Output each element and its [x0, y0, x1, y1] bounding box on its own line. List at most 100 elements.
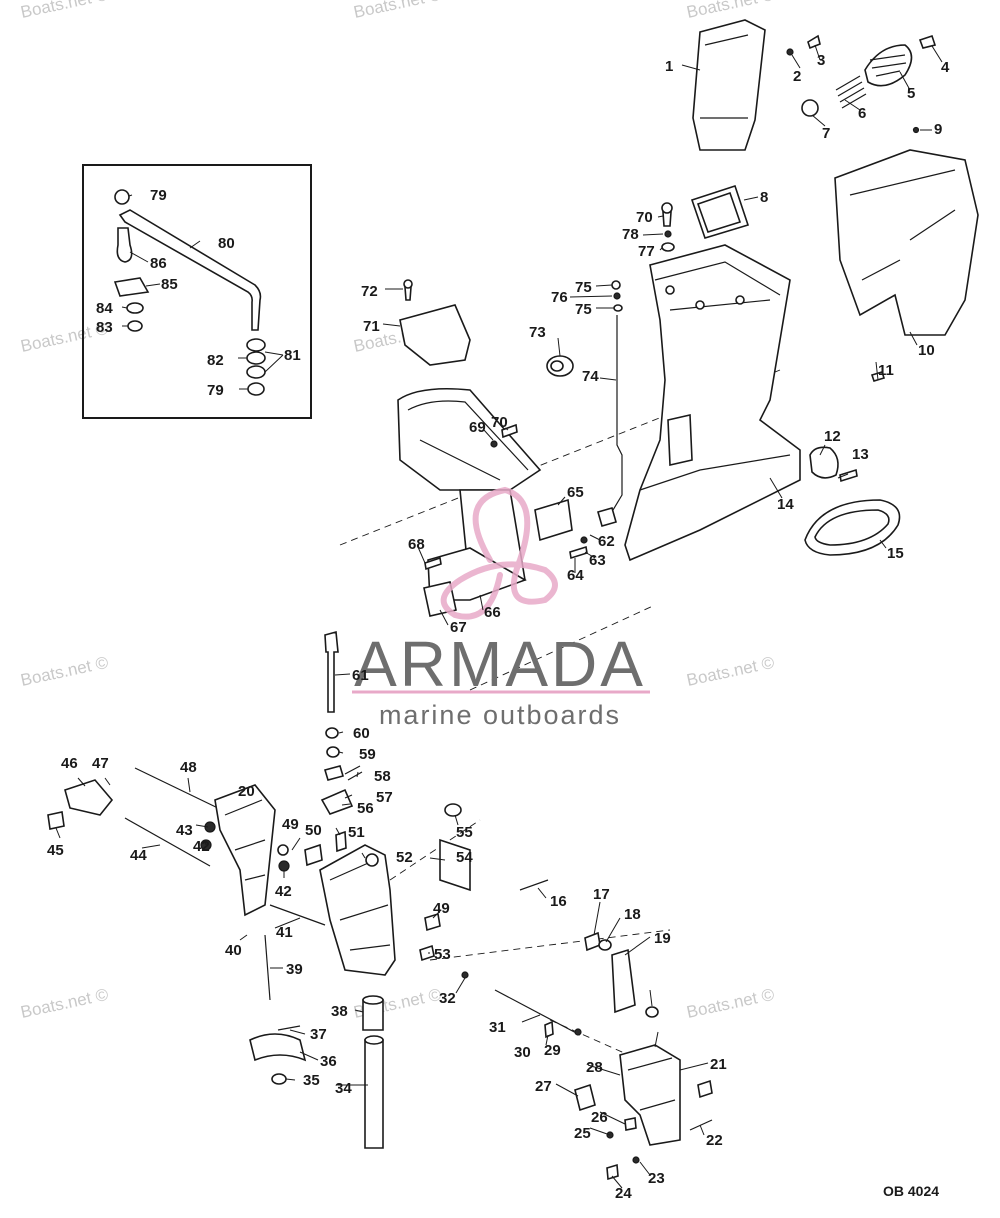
part-label-32: 32 — [439, 990, 456, 1007]
part-label-50: 50 — [305, 822, 322, 839]
logo-tagline: marine outboards — [379, 700, 621, 730]
watermark-text: Boats.net © — [19, 985, 111, 1022]
part-label-64: 64 — [567, 567, 584, 584]
part-label-9: 9 — [934, 121, 942, 138]
inset-shift-rod-box — [82, 164, 312, 419]
shift-cam — [320, 788, 354, 815]
part-label-70b: 70 — [636, 209, 653, 226]
clamp — [249, 1033, 307, 1062]
part-label-23: 23 — [648, 1170, 665, 1187]
part-label-37: 37 — [310, 1026, 327, 1043]
part-label-2: 2 — [793, 68, 801, 85]
part-label-55: 55 — [456, 824, 473, 841]
part-label-5: 5 — [907, 85, 915, 102]
part-label-63: 63 — [589, 552, 606, 569]
part-label-8: 8 — [760, 189, 768, 206]
part-label-4: 4 — [941, 59, 950, 76]
watermark-text: Boats.net © — [685, 985, 777, 1022]
part-label-16: 16 — [550, 893, 567, 910]
part-label-15: 15 — [887, 545, 904, 562]
exhaust-housing — [624, 244, 901, 562]
part-label-35: 35 — [303, 1072, 320, 1089]
part-label-74: 74 — [582, 368, 599, 385]
watermark-text: Boats.net © — [19, 653, 111, 690]
watermark-text: Boats.net © — [352, 0, 444, 22]
part-label-81: 81 — [284, 347, 301, 364]
part-label-79a: 79 — [150, 187, 167, 204]
part-label-72: 72 — [361, 283, 378, 300]
part-label-41: 41 — [276, 924, 293, 941]
shift-shaft — [324, 630, 339, 713]
part-label-71: 71 — [363, 318, 380, 335]
part-label-69: 69 — [469, 419, 486, 436]
bushing — [246, 338, 266, 352]
part-label-21: 21 — [710, 1056, 727, 1073]
shift-link-rod — [609, 315, 623, 516]
part-label-77: 77 — [638, 243, 655, 260]
part-label-25: 25 — [574, 1125, 591, 1142]
diagram-reference: OB 4024 — [883, 1183, 939, 1199]
part-label-38: 38 — [331, 1003, 348, 1020]
part-label-73: 73 — [529, 324, 546, 341]
part-label-80: 80 — [218, 235, 235, 252]
part-label-70a: 70 — [491, 414, 508, 431]
part-label-76: 76 — [551, 289, 568, 306]
part-label-26: 26 — [591, 1109, 608, 1126]
watermark-text: Boats.net © — [685, 0, 777, 22]
part-label-49b: 49 — [433, 900, 450, 917]
part-label-7: 7 — [822, 125, 830, 142]
part-label-14: 14 — [777, 496, 794, 513]
part-label-79b: 79 — [207, 382, 224, 399]
part-label-43: 43 — [176, 822, 193, 839]
part-label-29: 29 — [544, 1042, 561, 1059]
part-label-39: 39 — [286, 961, 303, 978]
watermark-text: Boats.net © — [685, 653, 777, 690]
swivel-tube — [364, 1039, 384, 1149]
part-label-44: 44 — [130, 847, 147, 864]
part-label-57: 57 — [376, 789, 393, 806]
part-label-31: 31 — [489, 1019, 506, 1036]
part-label-75a: 75 — [575, 279, 592, 296]
part-label-53: 53 — [434, 946, 451, 963]
part-label-47: 47 — [92, 755, 109, 772]
retainer-plate — [113, 277, 150, 297]
stern-bracket — [214, 784, 276, 917]
part-label-46: 46 — [61, 755, 78, 772]
grommet — [809, 446, 839, 479]
part-label-85: 85 — [161, 276, 178, 293]
part-label-84: 84 — [96, 300, 113, 317]
exhaust-cover — [834, 149, 979, 336]
nut — [127, 320, 143, 332]
part-label-22: 22 — [706, 1132, 723, 1149]
part-label-56: 56 — [357, 800, 374, 817]
part-label-3: 3 — [817, 52, 825, 69]
part-label-48: 48 — [180, 759, 197, 776]
part-label-24: 24 — [615, 1185, 632, 1202]
nut — [114, 189, 130, 205]
part-label-30: 30 — [514, 1044, 531, 1061]
part-label-18: 18 — [624, 906, 641, 923]
stern-bracket — [619, 1044, 681, 1146]
part-label-59: 59 — [359, 746, 376, 763]
part-label-17: 17 — [593, 886, 610, 903]
part-label-42a: 42 — [193, 838, 210, 855]
tilt-tube — [494, 989, 581, 1036]
swivel-bracket — [249, 803, 471, 1149]
part-label-61: 61 — [352, 667, 369, 684]
part-label-51: 51 — [348, 824, 365, 841]
part-label-54: 54 — [456, 849, 473, 866]
shift-rod — [118, 209, 262, 331]
tilt-lock — [611, 948, 636, 1014]
upper-right-parts — [690, 19, 979, 382]
part-label-45: 45 — [47, 842, 64, 859]
part-label-20: 20 — [238, 783, 255, 800]
part-label-13: 13 — [852, 446, 869, 463]
part-label-52: 52 — [396, 849, 413, 866]
logo-swirl — [440, 486, 558, 620]
ground-strap — [439, 838, 471, 892]
nut — [247, 382, 265, 396]
part-label-27: 27 — [535, 1078, 552, 1095]
part-label-49a: 49 — [282, 816, 299, 833]
part-label-40: 40 — [225, 942, 242, 959]
part-label-34: 34 — [335, 1080, 352, 1097]
